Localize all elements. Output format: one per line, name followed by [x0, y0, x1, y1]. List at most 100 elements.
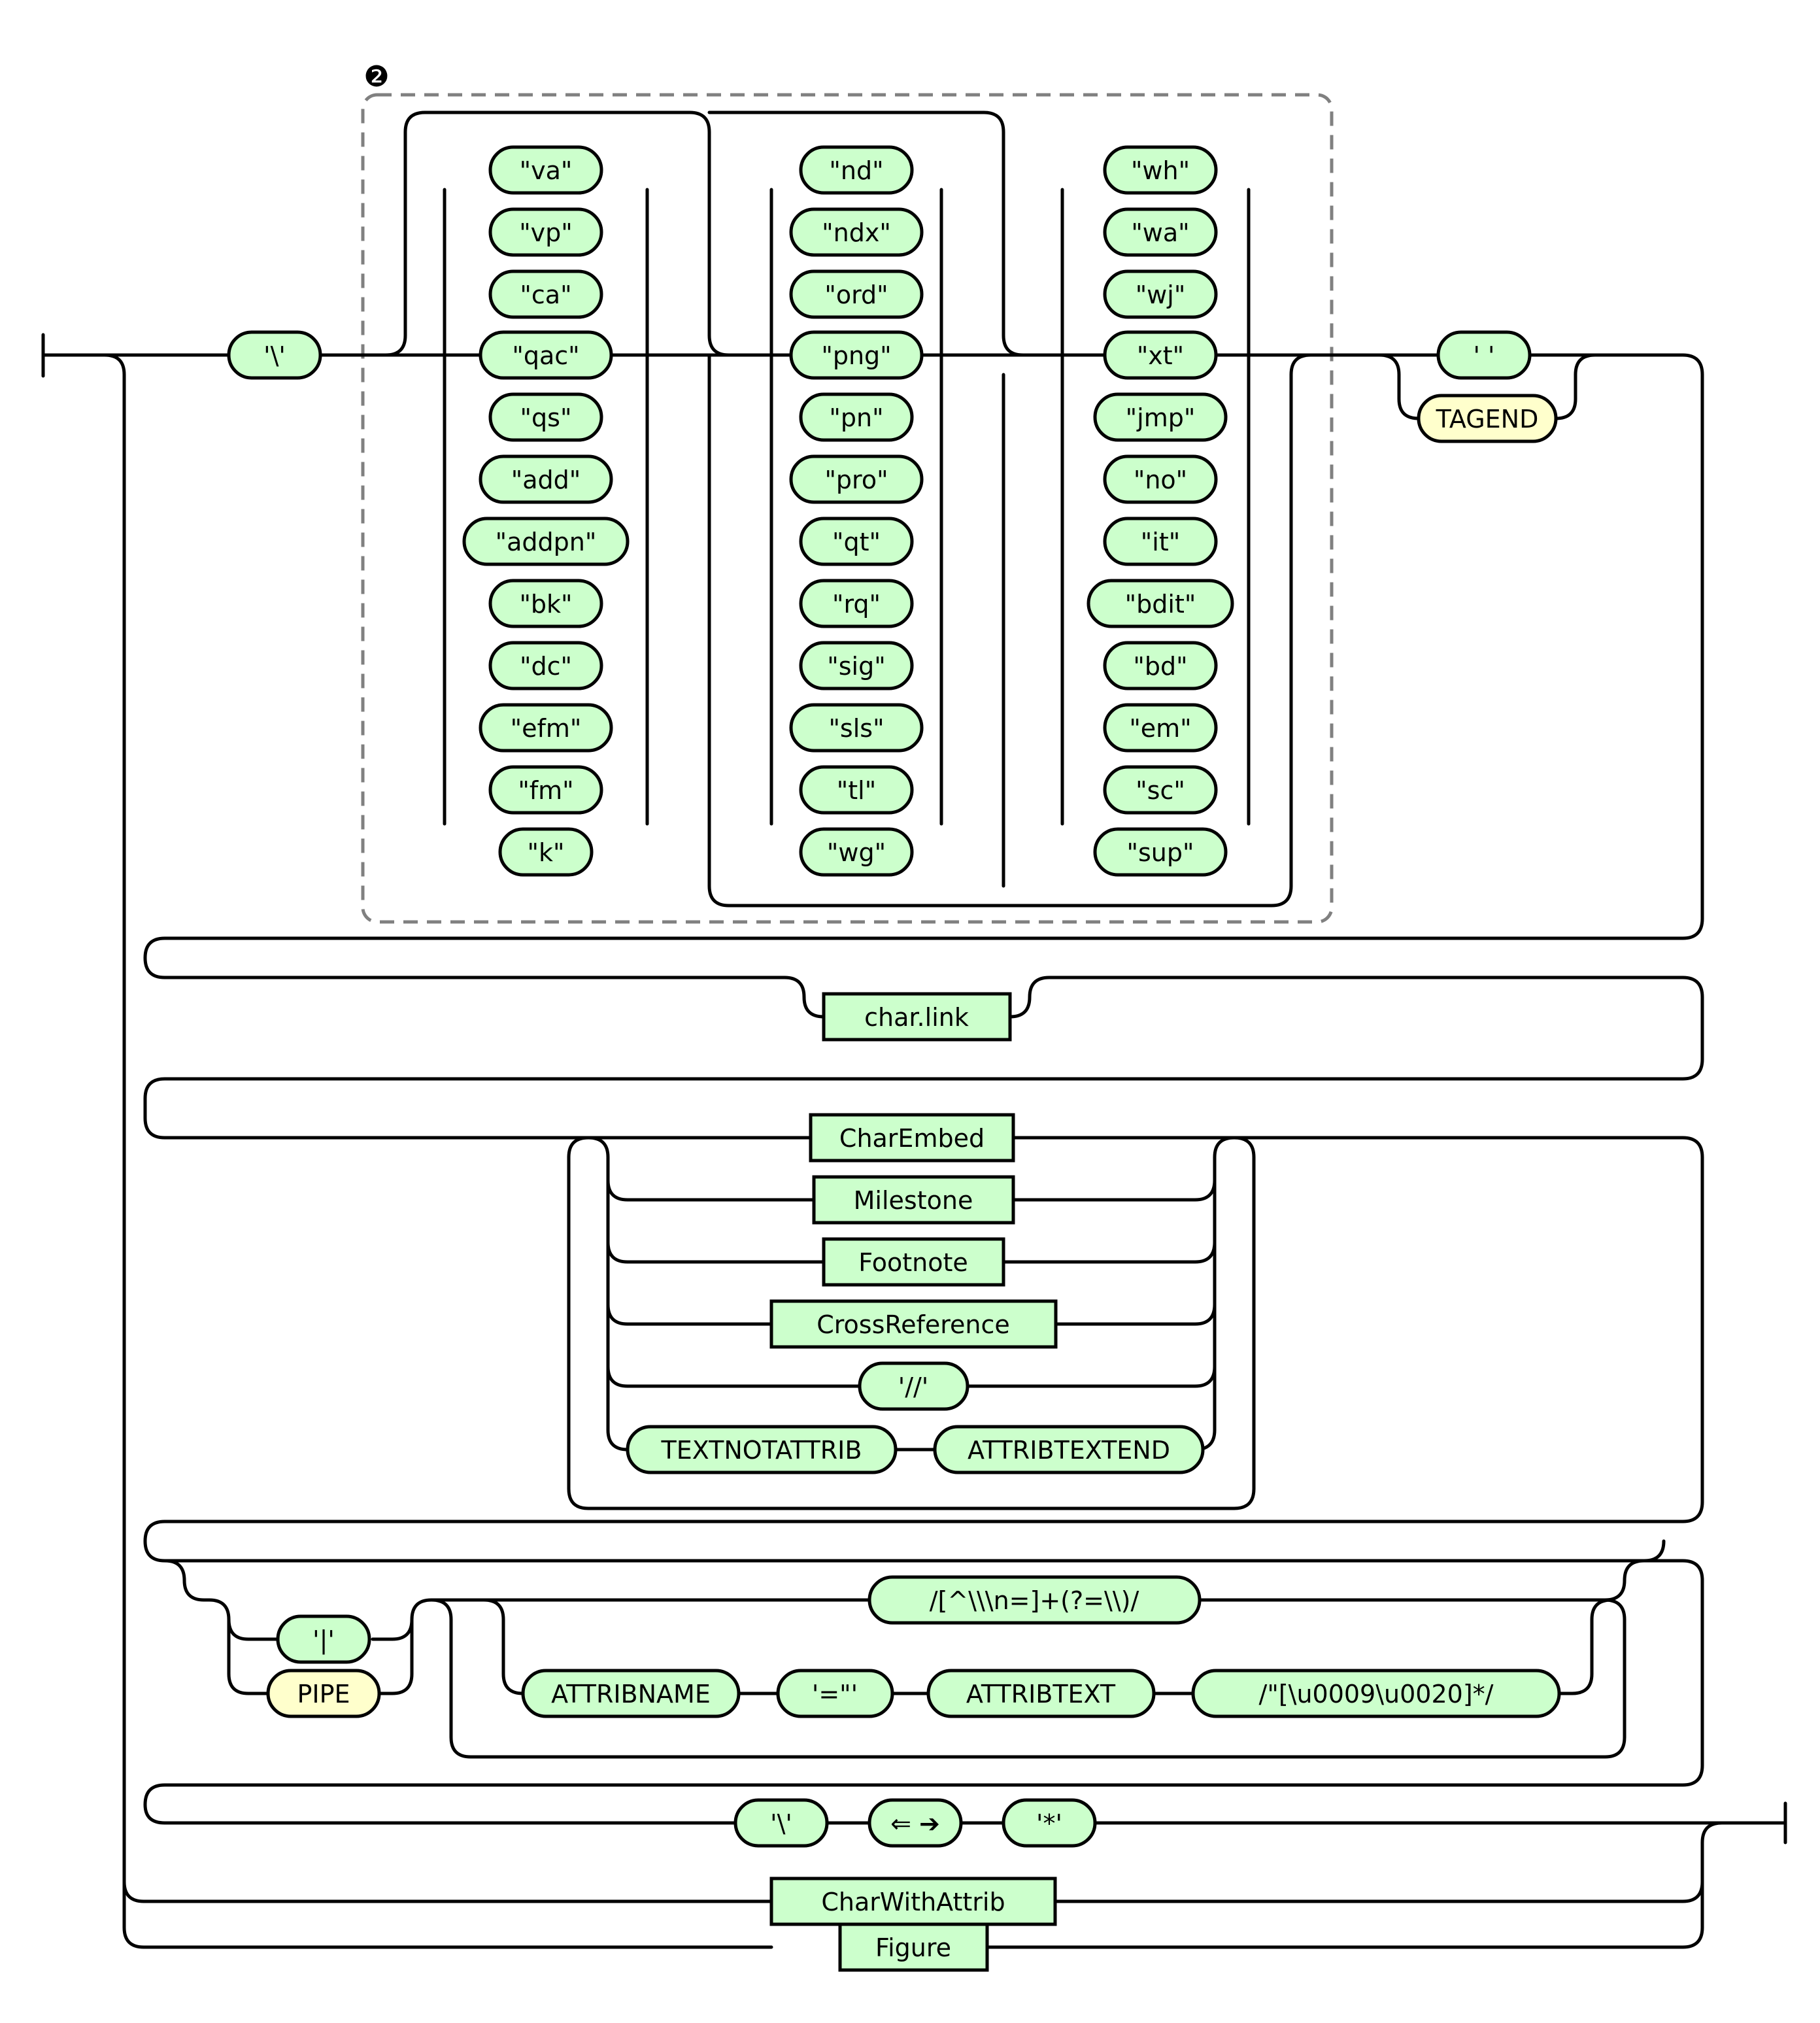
terminal-label: "pro" [824, 466, 888, 494]
nonterminal-milestone: Milestone [812, 1175, 1015, 1225]
terminal-bd: "bd" [1103, 641, 1218, 690]
terminal-attribname: ATTRIBNAME [521, 1669, 741, 1718]
marker-column-3: "wh" "wa" "wj" "xt" "jmp" "no" "it" "bdi… [1087, 145, 1234, 877]
terminal-label: "efm" [511, 714, 582, 743]
terminal-label: TEXTNOTATTRIB [661, 1436, 862, 1465]
terminal-star: '*' [1002, 1798, 1097, 1848]
terminal-label: "jmp" [1126, 403, 1196, 432]
nonterminal-footnote: Footnote [822, 1237, 1005, 1287]
terminal-label: "wh" [1131, 156, 1190, 185]
terminal-efm: "efm" [479, 703, 613, 753]
terminal-ca: "ca" [488, 269, 603, 319]
terminal-label: "sup" [1127, 838, 1194, 867]
terminal-wa: "wa" [1103, 207, 1218, 257]
terminal-label: '*' [1036, 1809, 1062, 1838]
terminal-ndx: "ndx" [789, 207, 924, 257]
terminal-rq: "rq" [799, 579, 914, 628]
terminal-backslash-start: '\' [227, 330, 322, 380]
terminal-qs: "qs" [488, 392, 603, 442]
terminal-em: "em" [1103, 703, 1218, 753]
terminal-label: "ca" [520, 280, 571, 309]
terminal-label: "wj" [1136, 280, 1186, 309]
terminal-label: "rq" [832, 590, 881, 619]
terminal-no: "no" [1103, 454, 1218, 504]
terminal-wh: "wh" [1103, 145, 1218, 195]
terminal-space: ' ' [1436, 330, 1532, 380]
terminal-bk: "bk" [488, 579, 603, 628]
terminal-label: "addpn" [496, 528, 597, 556]
terminal-label: "nd" [829, 156, 883, 185]
terminal-label: "qac" [512, 341, 579, 370]
terminal-va: "va" [488, 145, 603, 195]
terminal-bdit: "bdit" [1087, 579, 1234, 628]
token-tagend: TAGEND [1417, 394, 1558, 443]
terminal-label: "va" [520, 156, 573, 185]
terminal-label: "sig" [827, 652, 885, 681]
terminal-tl: "tl" [799, 765, 914, 815]
terminal-wg: "wg" [799, 827, 914, 877]
terminal-pro: "pro" [789, 454, 924, 504]
terminal-label: "sls" [828, 714, 884, 743]
nonterminal-label: CharEmbed [839, 1124, 985, 1153]
terminal-xt: "xt" [1103, 330, 1218, 380]
terminal-backslash-close: '\' [733, 1798, 829, 1848]
token-label: TAGEND [1436, 405, 1539, 434]
terminal-label: ATTRIBTEXTEND [968, 1436, 1170, 1465]
terminal-label: "fm" [518, 776, 573, 805]
terminal-label: "png" [821, 341, 891, 370]
terminal-label: "no" [1134, 466, 1187, 494]
terminal-sig: "sig" [799, 641, 914, 690]
terminal-label: "tl" [837, 776, 876, 805]
terminal-qt: "qt" [799, 517, 914, 566]
nonterminal-charwithattrib: CharWithAttrib [769, 1877, 1057, 1926]
nonterminal-figure: Figure [838, 1922, 989, 1972]
terminal-label: "vp" [519, 218, 573, 247]
terminal-fm: "fm" [488, 765, 603, 815]
terminal-attribtextend: ATTRIBTEXTEND [933, 1425, 1205, 1474]
terminal-arrows: ⇐ ➔ [868, 1798, 963, 1848]
terminal-pn: "pn" [799, 392, 914, 442]
terminal-wj: "wj" [1103, 269, 1218, 319]
terminal-sls: "sls" [789, 703, 924, 753]
nonterminal-label: char.link [864, 1003, 969, 1032]
terminal-label: '="' [812, 1680, 858, 1708]
terminal-jmp: "jmp" [1093, 392, 1228, 442]
nonterminal-char-link: char.link [822, 992, 1012, 1042]
terminal-k: "k" [498, 827, 594, 877]
terminal-textnotattrib: TEXTNOTATTRIB [626, 1425, 898, 1474]
terminal-label: "em" [1129, 714, 1191, 743]
terminal-dc: "dc" [488, 641, 603, 690]
terminal-label: "pn" [829, 403, 883, 432]
terminal-add: "add" [479, 454, 613, 504]
terminal-label: "xt" [1137, 341, 1184, 370]
terminal-label: "add" [511, 466, 581, 494]
terminal-label: '|' [312, 1625, 335, 1655]
terminal-pipe-literal: '|' [276, 1614, 371, 1664]
terminal-addpn: "addpn" [462, 517, 630, 566]
nonterminal-label: CharWithAttrib [821, 1888, 1005, 1916]
nonterminal-charembed: CharEmbed [809, 1113, 1015, 1163]
terminal-label: /[^\\\n=]+(?=\\)/ [930, 1586, 1139, 1615]
terminal-double-slash: '//' [858, 1361, 969, 1411]
terminal-label: "wg" [827, 838, 886, 867]
nonterminal-label: Footnote [858, 1248, 968, 1277]
terminal-label: '\' [263, 341, 286, 370]
terminal-label: "wa" [1131, 218, 1189, 247]
token-pipe: PIPE [266, 1669, 381, 1718]
terminal-vp: "vp" [488, 207, 603, 257]
terminal-ord: "ord" [789, 269, 924, 319]
terminal-label: "qs" [520, 403, 572, 432]
terminal-sc: "sc" [1103, 765, 1218, 815]
terminal-label: "sc" [1136, 776, 1185, 805]
nonterminal-label: Figure [875, 1933, 951, 1962]
terminal-label: "it" [1141, 528, 1180, 556]
terminal-sup: "sup" [1093, 827, 1228, 877]
terminal-label: "bk" [519, 590, 572, 619]
terminal-png: "png" [789, 330, 924, 380]
terminal-qac: "qac" [479, 330, 613, 380]
terminal-it: "it" [1103, 517, 1218, 566]
terminal-label: "ndx" [822, 218, 891, 247]
diagram-wires [41, 110, 1787, 1949]
nonterminal-crossreference: CrossReference [769, 1299, 1058, 1349]
